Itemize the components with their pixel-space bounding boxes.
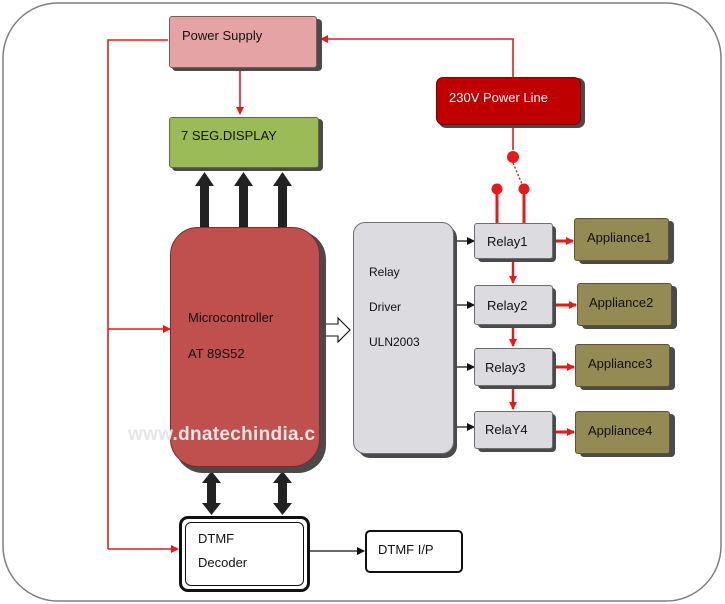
- bus-arrow-display-3: [273, 172, 292, 228]
- relay1-block: Relay1: [474, 223, 553, 259]
- power-supply-block: Power Supply: [169, 16, 317, 68]
- dtmf-input-block: DTMF I/P: [365, 530, 463, 573]
- relay3-block: Relay3: [474, 348, 553, 386]
- appliance4-label: Appliance4: [588, 423, 653, 438]
- dtmf-input-label: DTMF I/P: [378, 542, 434, 557]
- bus-arrow-display-2: [234, 172, 253, 228]
- relay3-label: Relay3: [485, 360, 526, 375]
- relay2-block: Relay2: [474, 285, 553, 325]
- relay1-label: Relay1: [487, 234, 528, 249]
- appliance3-label: Appliance3: [588, 356, 653, 371]
- appliance1-block: Appliance1: [574, 218, 669, 261]
- microcontroller-block: Microcontroller AT 89S52: [170, 227, 320, 467]
- power-supply-label: Power Supply: [182, 28, 263, 43]
- relay-driver-label-3: ULN2003: [369, 335, 420, 349]
- appliance4-block: Appliance4: [575, 411, 670, 454]
- switch-contact-left: [491, 183, 503, 195]
- appliance1-label: Appliance1: [587, 230, 652, 245]
- switch-contact-right: [518, 183, 530, 195]
- relay-driver-block: Relay Driver ULN2003: [353, 222, 454, 454]
- power-line-label: 230V Power Line: [449, 90, 549, 105]
- bus-arrow-dtmf-2: [273, 471, 292, 515]
- watermark-text: www.dnatechindia.c: [128, 424, 316, 445]
- relay4-label: RelaY4: [485, 422, 528, 437]
- dtmf-decoder-label-2: Decoder: [198, 555, 248, 570]
- dtmf-decoder-label-1: DTMF: [198, 531, 235, 546]
- appliance3-block: Appliance3: [575, 344, 670, 387]
- relay2-label: Relay2: [487, 298, 528, 313]
- display-label: 7 SEG.DISPLAY: [181, 128, 277, 143]
- power-feed-left-line: [107, 39, 168, 549]
- microcontroller-label: Microcontroller: [188, 310, 274, 325]
- relay-driver-label-2: Driver: [369, 300, 401, 314]
- microcontroller-model-label: AT 89S52: [188, 346, 245, 361]
- power-line-block: 230V Power Line: [436, 77, 581, 125]
- appliance2-label: Appliance2: [589, 295, 654, 310]
- bus-arrow-display-1: [195, 172, 214, 228]
- seven-segment-display-block: 7 SEG.DISPLAY: [169, 117, 319, 168]
- dtmf-decoder-block: DTMF Decoder: [179, 516, 310, 592]
- powerline-to-supply-arrow: [320, 35, 514, 78]
- appliance2-block: Appliance2: [577, 283, 672, 326]
- switch-node-top: [507, 151, 519, 163]
- relay-driver-label-1: Relay: [369, 265, 400, 279]
- relay4-block: RelaY4: [474, 411, 553, 449]
- bus-arrow-dtmf-1: [202, 471, 221, 515]
